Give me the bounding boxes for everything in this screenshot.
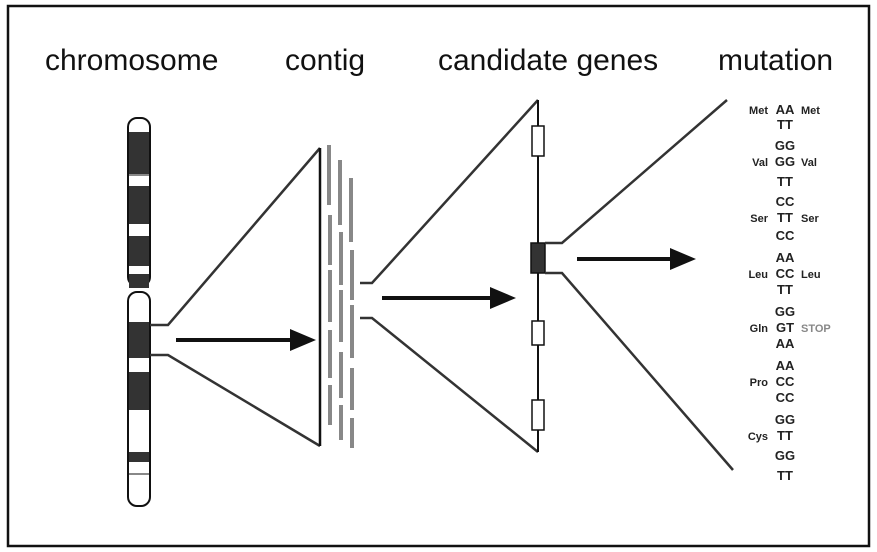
contig (318, 145, 354, 448)
header-mutation: mutation (718, 44, 833, 77)
candidate-genes (530, 100, 546, 452)
zoom-line-lower (360, 316, 539, 453)
arrow-head (490, 287, 516, 309)
gene-box (531, 320, 545, 346)
chromosome-band (129, 452, 149, 462)
codon: GG (775, 154, 795, 169)
contig-fragments (327, 145, 354, 448)
codon: AA (776, 102, 795, 117)
zoom-line-upper (360, 99, 539, 285)
amino-acid-right: Met (801, 105, 820, 117)
amino-acid-left: Met (749, 105, 768, 117)
codon: CC (776, 390, 795, 405)
zoom-line-lower (150, 353, 321, 448)
codon: TT (777, 428, 793, 443)
header-chromosome: chromosome (45, 44, 218, 77)
zoom-gene-to-mutation (545, 99, 734, 471)
gene-box-selected (530, 242, 546, 274)
chromosome-band (129, 236, 149, 266)
zoom-line-lower (545, 271, 734, 471)
codon: TT (777, 210, 793, 225)
arrow-head (670, 248, 696, 270)
stop-codon-label: STOP (801, 323, 831, 335)
chromosome-band (129, 322, 149, 358)
codon: CC (776, 266, 795, 281)
codon: GG (775, 304, 795, 319)
codon-mutated: GT (776, 320, 794, 335)
codon: AA (776, 358, 795, 373)
codon: CC (776, 228, 795, 243)
frame (6, 4, 871, 548)
amino-acid-left: Gln (750, 323, 769, 335)
amino-acid-left: Val (752, 157, 768, 169)
codon: AA (776, 336, 795, 351)
chromosome-band (129, 274, 149, 288)
gene-box (531, 399, 545, 431)
arrow-head (290, 329, 316, 351)
amino-acid-left: Pro (750, 377, 769, 389)
amino-acid-left: Ser (750, 213, 768, 225)
chromosome-band (129, 186, 149, 224)
gene-box (531, 125, 545, 157)
codon: CC (776, 374, 795, 389)
zoom-line-upper (150, 147, 321, 327)
chromosome-band (129, 132, 149, 174)
codon: TT (777, 282, 793, 297)
header-contig: contig (285, 44, 365, 77)
chromosome-band (129, 372, 149, 410)
amino-acid-right: Val (801, 157, 817, 169)
amino-acid-left: Leu (748, 269, 768, 281)
amino-acid-right: Leu (801, 269, 821, 281)
codon: TT (777, 174, 793, 189)
mutation-sequence: AA TT GG GG TT CC TT CC AA CC TT GG GT A… (748, 102, 831, 483)
codon: TT (777, 468, 793, 483)
codon: GG (775, 412, 795, 427)
codon: CC (776, 194, 795, 209)
amino-acid-right: Ser (801, 213, 819, 225)
chromosome (127, 117, 151, 507)
header-candidate-genes: candidate genes (438, 44, 658, 77)
zoom-contig-to-genes (360, 99, 539, 453)
zoom-line-upper (545, 99, 728, 245)
amino-acid-left: Cys (748, 431, 768, 443)
codon: GG (775, 448, 795, 463)
codon: TT (777, 117, 793, 132)
codon: AA (776, 250, 795, 265)
zoom-chromosome-to-contig (150, 147, 321, 448)
codon: GG (775, 138, 795, 153)
